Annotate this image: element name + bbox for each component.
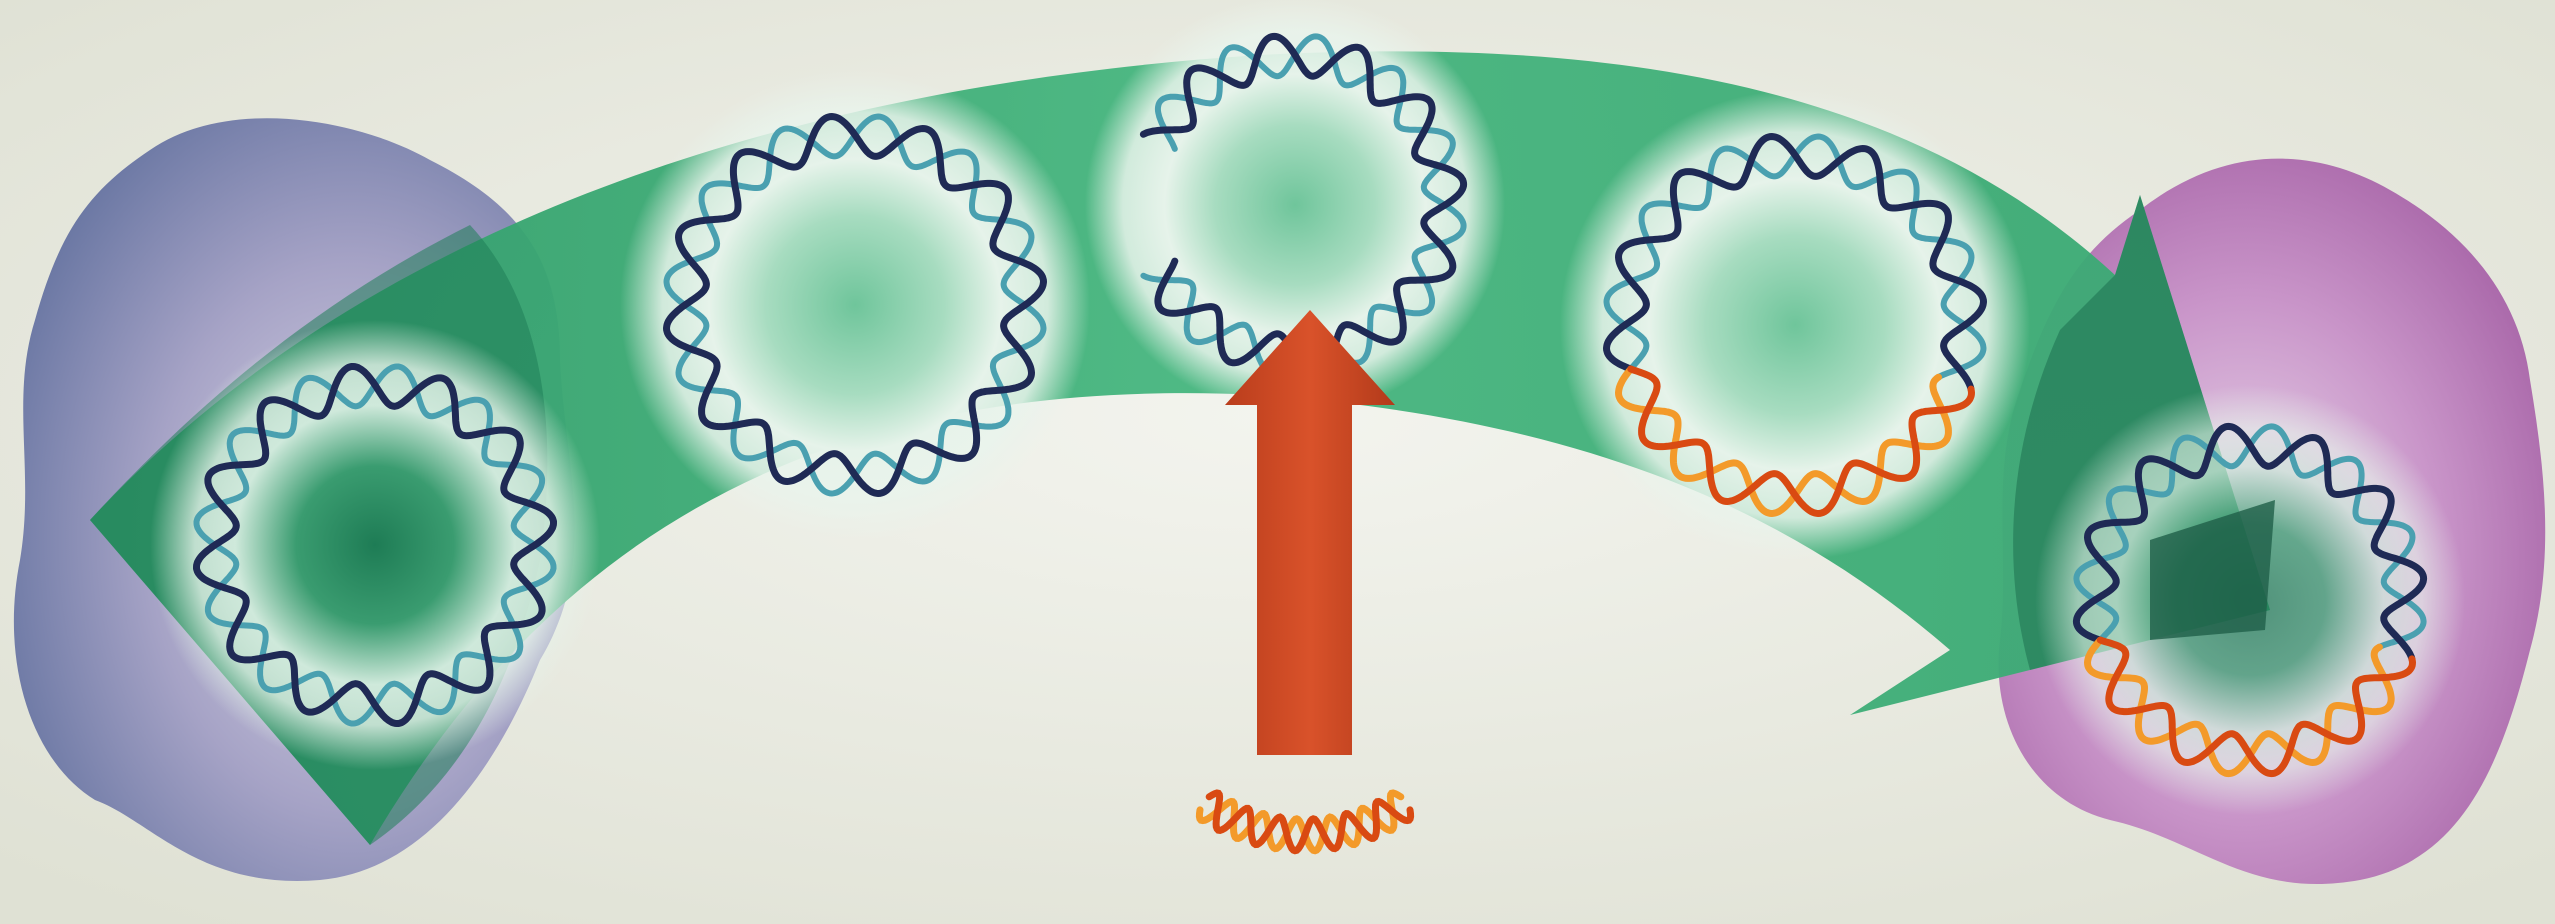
gene-transfer-diagram bbox=[0, 0, 2555, 924]
